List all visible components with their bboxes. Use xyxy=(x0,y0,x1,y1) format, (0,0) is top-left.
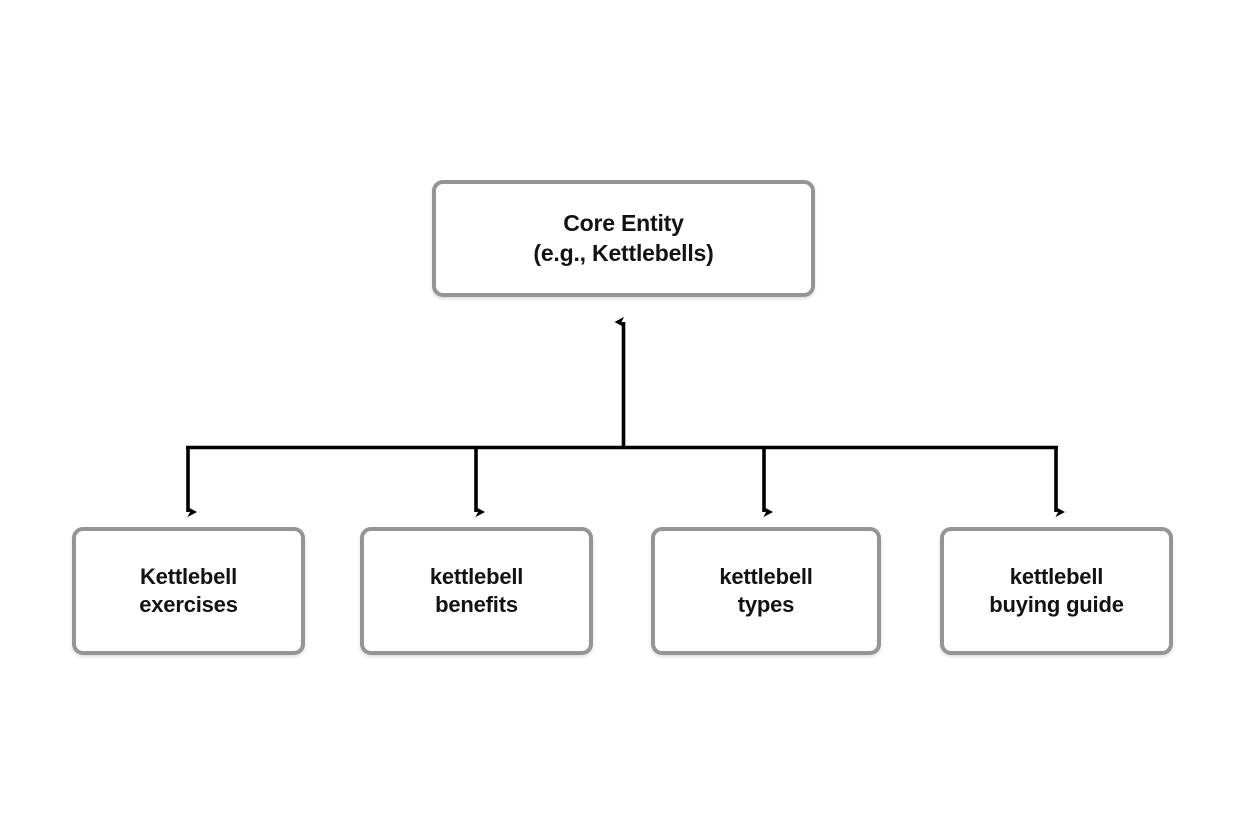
node-kettlebell-benefits[interactable]: kettlebell benefits xyxy=(360,527,593,655)
node-kettlebell-types[interactable]: kettlebell types xyxy=(651,527,881,655)
node-kettlebell-benefits-label: kettlebell benefits xyxy=(429,563,524,617)
node-kettlebell-exercises-label: Kettlebell exercises xyxy=(139,563,238,617)
node-kettlebell-types-label: kettlebell types xyxy=(719,563,813,617)
node-kettlebell-buying-guide-label: kettlebell buying guide xyxy=(989,563,1124,617)
node-core-entity-label: Core Entity (e.g., Kettlebells) xyxy=(533,210,714,266)
node-kettlebell-exercises[interactable]: Kettlebell exercises xyxy=(72,527,305,655)
node-kettlebell-buying-guide[interactable]: kettlebell buying guide xyxy=(940,527,1173,655)
node-core-entity[interactable]: Core Entity (e.g., Kettlebells) xyxy=(432,180,815,297)
